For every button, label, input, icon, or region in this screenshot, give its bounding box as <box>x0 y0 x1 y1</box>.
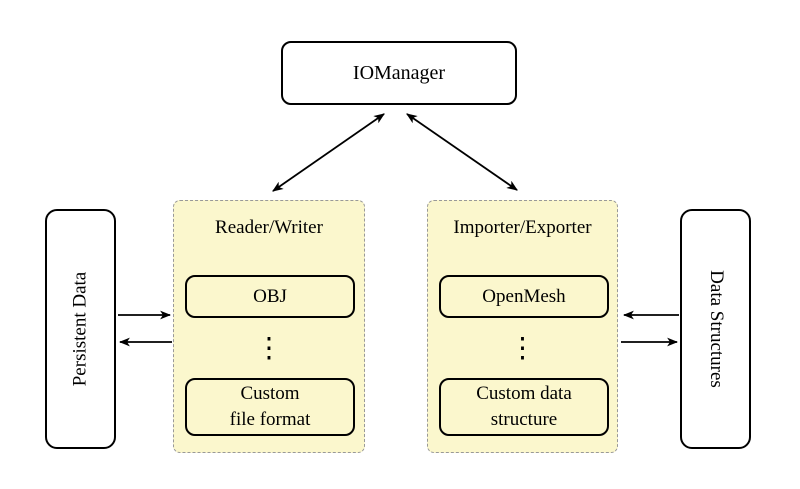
obj-box: OBJ <box>185 275 355 318</box>
openmesh-box: OpenMesh <box>439 275 609 318</box>
arrow-iomanager-readerwriter <box>272 113 385 192</box>
custom-file-format-line1: Custom <box>240 383 300 404</box>
persistent-data-node: Persistent Data <box>45 209 116 449</box>
custom-file-format-line2: file format <box>229 409 311 430</box>
importer-exporter-title: Importer/Exporter <box>453 217 592 238</box>
reader-writer-title: Reader/Writer <box>215 217 323 238</box>
data-structures-label: Data Structures <box>705 270 727 388</box>
openmesh-label: OpenMesh <box>482 285 566 307</box>
vertical-ellipsis-icon: ⋮ <box>255 331 283 364</box>
persistent-data-label: Persistent Data <box>69 271 91 387</box>
iomanager-label: IOManager <box>352 61 446 84</box>
data-structures-node: Data Structures <box>680 209 751 449</box>
custom-file-format-box: Custom file format <box>185 378 355 436</box>
reader-writer-panel: Reader/Writer OBJ ⋮ Custom file format <box>173 200 365 453</box>
custom-data-structure-line1: Custom data <box>476 383 572 404</box>
arrow-iomanager-importerexporter <box>406 113 518 191</box>
iomanager-node: IOManager <box>281 41 517 105</box>
vertical-ellipsis-icon: ⋮ <box>508 331 537 364</box>
importer-exporter-panel: Importer/Exporter OpenMesh ⋮ Custom data… <box>427 200 618 453</box>
obj-label: OBJ <box>253 285 287 307</box>
custom-data-structure-line2: structure <box>490 409 558 430</box>
custom-data-structure-box: Custom data structure <box>439 378 609 436</box>
